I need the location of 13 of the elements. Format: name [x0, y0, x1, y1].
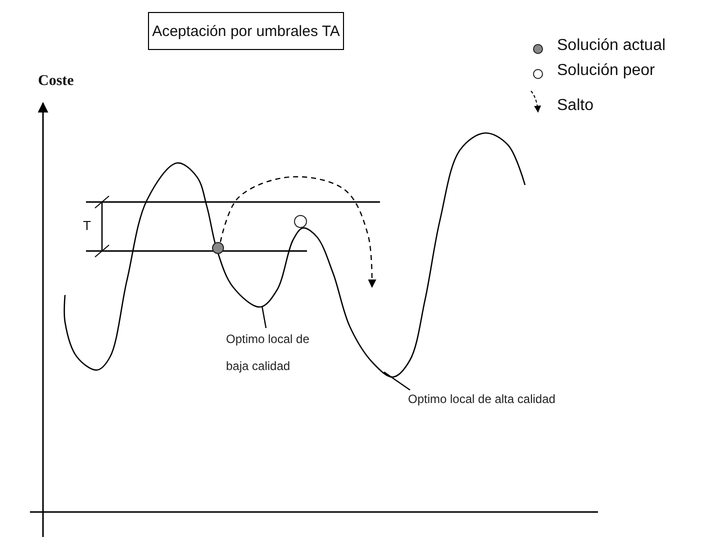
current-solution-dot [212, 242, 224, 254]
axis-label: Coste [38, 73, 74, 90]
worse-solution-dot [294, 215, 307, 228]
jump-arrow [220, 176, 376, 288]
annotation-text: Optimo local de baja calidad [226, 326, 328, 380]
leader-line [261, 306, 267, 328]
legend-label: Solución actual [557, 37, 666, 55]
legend-label: Salto [557, 97, 594, 115]
annotation-text: Optimo local de alta calidad [408, 386, 608, 413]
title: Aceptación por umbrales TA [148, 12, 344, 50]
dimension-label: T [83, 218, 91, 233]
leader-line [384, 372, 410, 390]
legend-label: Solución peor [557, 62, 655, 80]
